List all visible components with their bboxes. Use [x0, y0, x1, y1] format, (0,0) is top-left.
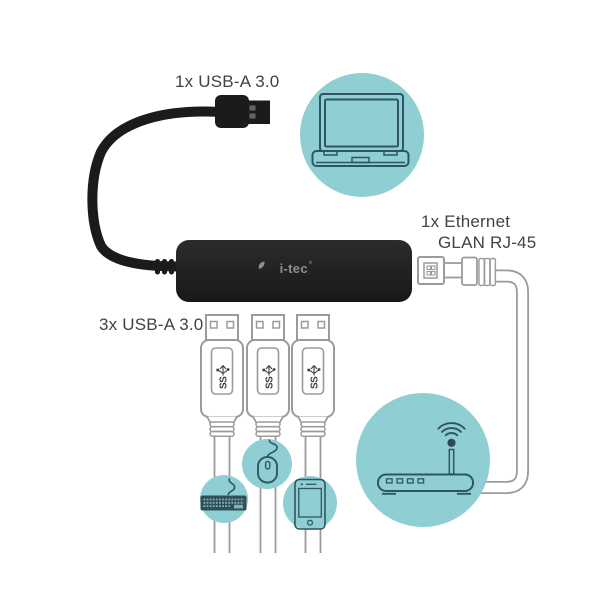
mouse-circle	[242, 439, 292, 489]
keyboard-icon	[200, 478, 247, 511]
usb-a-plug	[215, 95, 270, 128]
usb-connector-2	[246, 314, 290, 554]
smartphone-icon	[294, 478, 326, 530]
hub-brand-logo: i-tec °	[258, 260, 334, 276]
hub-brand-mark: °	[308, 260, 313, 269]
usb-a-plug-cable	[87, 106, 225, 275]
laptop-icon	[311, 93, 410, 167]
hub-brand-text: i-tec	[279, 261, 308, 276]
laptop-circle	[300, 73, 424, 197]
label-bottom-usb: 3x USB-A 3.0	[99, 315, 204, 334]
router-circle	[356, 393, 490, 527]
wifi-router-icon	[377, 422, 474, 495]
smartphone-circle	[283, 476, 337, 530]
usb-hub-device	[176, 240, 412, 302]
label-ethernet-line2: GLAN RJ-45	[438, 232, 537, 252]
ethernet-cable	[452, 269, 529, 494]
mouse-icon	[257, 439, 278, 484]
rj45-connector	[417, 256, 497, 287]
itec-leaf-icon	[258, 261, 265, 269]
keyboard-circle	[200, 475, 248, 523]
label-ethernet-line1: 1x Ethernet	[421, 211, 511, 231]
label-top-usb: 1x USB-A 3.0	[175, 72, 280, 91]
